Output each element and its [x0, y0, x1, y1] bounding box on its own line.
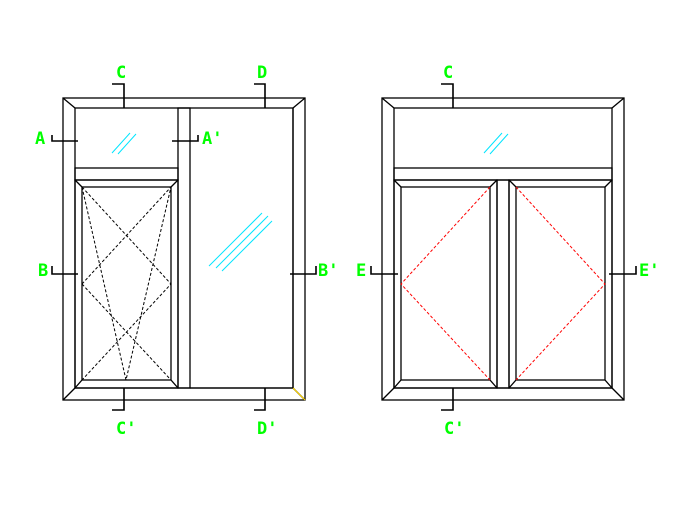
left-right-panel-frame	[190, 108, 306, 401]
section-label-d: D	[257, 63, 267, 83]
left-opening-indicator	[81, 186, 172, 381]
section-cut-icon	[370, 83, 637, 411]
left-transom	[74, 167, 179, 181]
right-transom	[393, 167, 613, 181]
section-label-c: C	[443, 63, 453, 83]
left-casement-sash	[74, 179, 179, 389]
glass-hatch-icon	[483, 132, 509, 155]
glass-hatch-icon	[208, 212, 273, 272]
right-window: C E E' C'	[356, 63, 659, 439]
section-label-c-prime: C'	[116, 419, 136, 439]
left-window: C D A A' B B' C' D'	[35, 63, 338, 439]
left-outer-frame	[62, 97, 306, 401]
section-label-e-prime: E'	[639, 261, 659, 281]
section-label-a: A	[35, 129, 45, 149]
section-cut-icon	[51, 83, 317, 411]
section-label-b-prime: B'	[318, 261, 338, 281]
right-outer-frame	[381, 97, 625, 401]
glass-hatch-icon	[111, 132, 137, 155]
left-mullion	[177, 107, 191, 389]
right-left-sash	[393, 179, 498, 389]
section-label-e: E	[356, 261, 366, 281]
section-label-a-prime: A'	[202, 129, 222, 149]
section-label-b: B	[38, 261, 48, 281]
section-label-d-prime: D'	[257, 419, 277, 439]
section-label-c-prime: C'	[444, 419, 464, 439]
right-opening-indicator	[400, 186, 606, 381]
right-meeting-stile	[496, 179, 510, 389]
right-right-sash	[508, 179, 613, 389]
section-label-c: C	[116, 63, 126, 83]
